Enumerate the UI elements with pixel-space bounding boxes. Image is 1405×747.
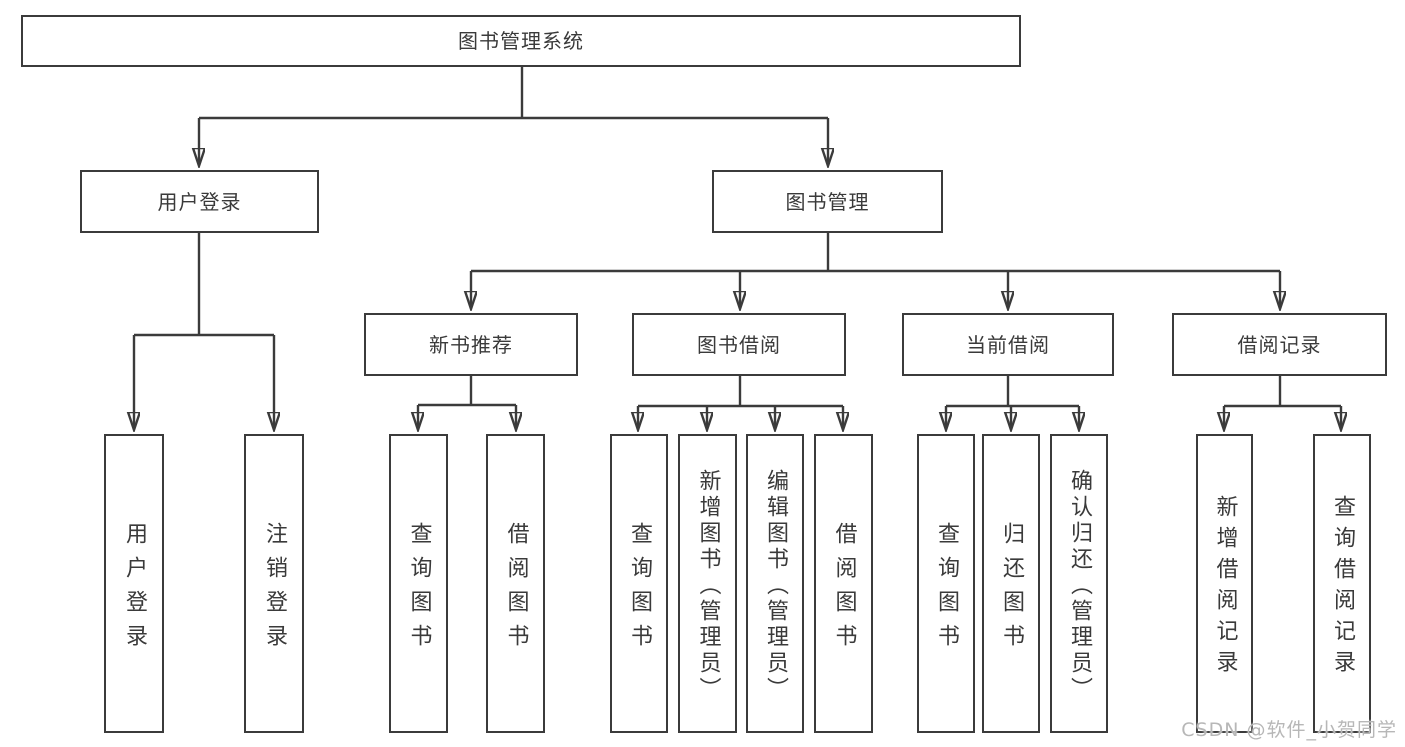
node-new-book-recommend: 新书推荐 — [364, 313, 578, 376]
node-book-management: 图书管理 — [712, 170, 943, 233]
node-book-management-label: 图书管理 — [785, 189, 870, 214]
leaf-confirm-return-admin: 确认归还（管理员） — [1050, 434, 1108, 733]
leaf-borrow-books: 借阅图书 — [814, 434, 873, 733]
leaf-query-books-current-label: 查询图书 — [934, 521, 959, 658]
leaf-add-books-admin-label: 新增图书（管理员） — [695, 468, 721, 703]
leaf-borrow-books-recommend-label: 借阅图书 — [503, 521, 529, 658]
leaf-user-login: 用户登录 — [104, 434, 164, 733]
node-current-borrow-label: 当前借阅 — [966, 332, 1050, 357]
connector-user-login-children — [134, 233, 274, 428]
leaf-query-books-borrow: 查询图书 — [610, 434, 668, 733]
connector-book-management-children — [471, 233, 1280, 307]
node-user-login-label: 用户登录 — [157, 189, 242, 214]
node-borrow-records-label: 借阅记录 — [1237, 332, 1322, 357]
leaf-query-books-current: 查询图书 — [917, 434, 975, 733]
leaf-query-borrow-record-label: 查询借阅记录 — [1330, 495, 1355, 681]
leaf-edit-books-admin: 编辑图书（管理员） — [746, 434, 804, 733]
node-root-label: 图书管理系统 — [458, 29, 584, 53]
leaf-confirm-return-admin-label: 确认归还（管理员） — [1067, 468, 1092, 703]
leaf-add-books-admin: 新增图书（管理员） — [678, 434, 737, 733]
leaf-logout-label: 注销登录 — [262, 521, 287, 658]
leaf-user-login-label: 用户登录 — [122, 521, 147, 658]
node-new-book-recommend-label: 新书推荐 — [429, 332, 513, 357]
node-current-borrow: 当前借阅 — [902, 313, 1114, 376]
leaf-borrow-books-recommend: 借阅图书 — [486, 434, 545, 733]
leaf-borrow-books-label: 借阅图书 — [831, 521, 857, 658]
leaf-query-books-recommend-label: 查询图书 — [406, 521, 432, 658]
node-book-borrow-label: 图书借阅 — [697, 332, 781, 357]
leaf-return-books-label: 归还图书 — [999, 521, 1024, 658]
leaf-add-borrow-record: 新增借阅记录 — [1196, 434, 1253, 733]
node-book-borrow: 图书借阅 — [632, 313, 846, 376]
connector-book-borrow-children — [638, 376, 843, 428]
node-borrow-records: 借阅记录 — [1172, 313, 1387, 376]
connector-new-book-children — [418, 376, 516, 428]
leaf-add-borrow-record-label: 新增借阅记录 — [1212, 495, 1238, 681]
csdn-watermark: CSDN @软件_小贺同学 — [1181, 719, 1397, 741]
connector-borrow-record-children — [1224, 376, 1341, 428]
leaf-query-books-borrow-label: 查询图书 — [627, 521, 652, 658]
node-user-login: 用户登录 — [80, 170, 319, 233]
leaf-logout: 注销登录 — [244, 434, 304, 733]
leaf-return-books: 归还图书 — [982, 434, 1040, 733]
leaf-edit-books-admin-label: 编辑图书（管理员） — [763, 468, 788, 703]
connector-current-borrow-children — [946, 376, 1079, 428]
connector-root-to-level2 — [199, 67, 828, 164]
leaf-query-books-recommend: 查询图书 — [389, 434, 448, 733]
leaf-query-borrow-record: 查询借阅记录 — [1313, 434, 1371, 733]
node-root: 图书管理系统 — [21, 15, 1021, 67]
